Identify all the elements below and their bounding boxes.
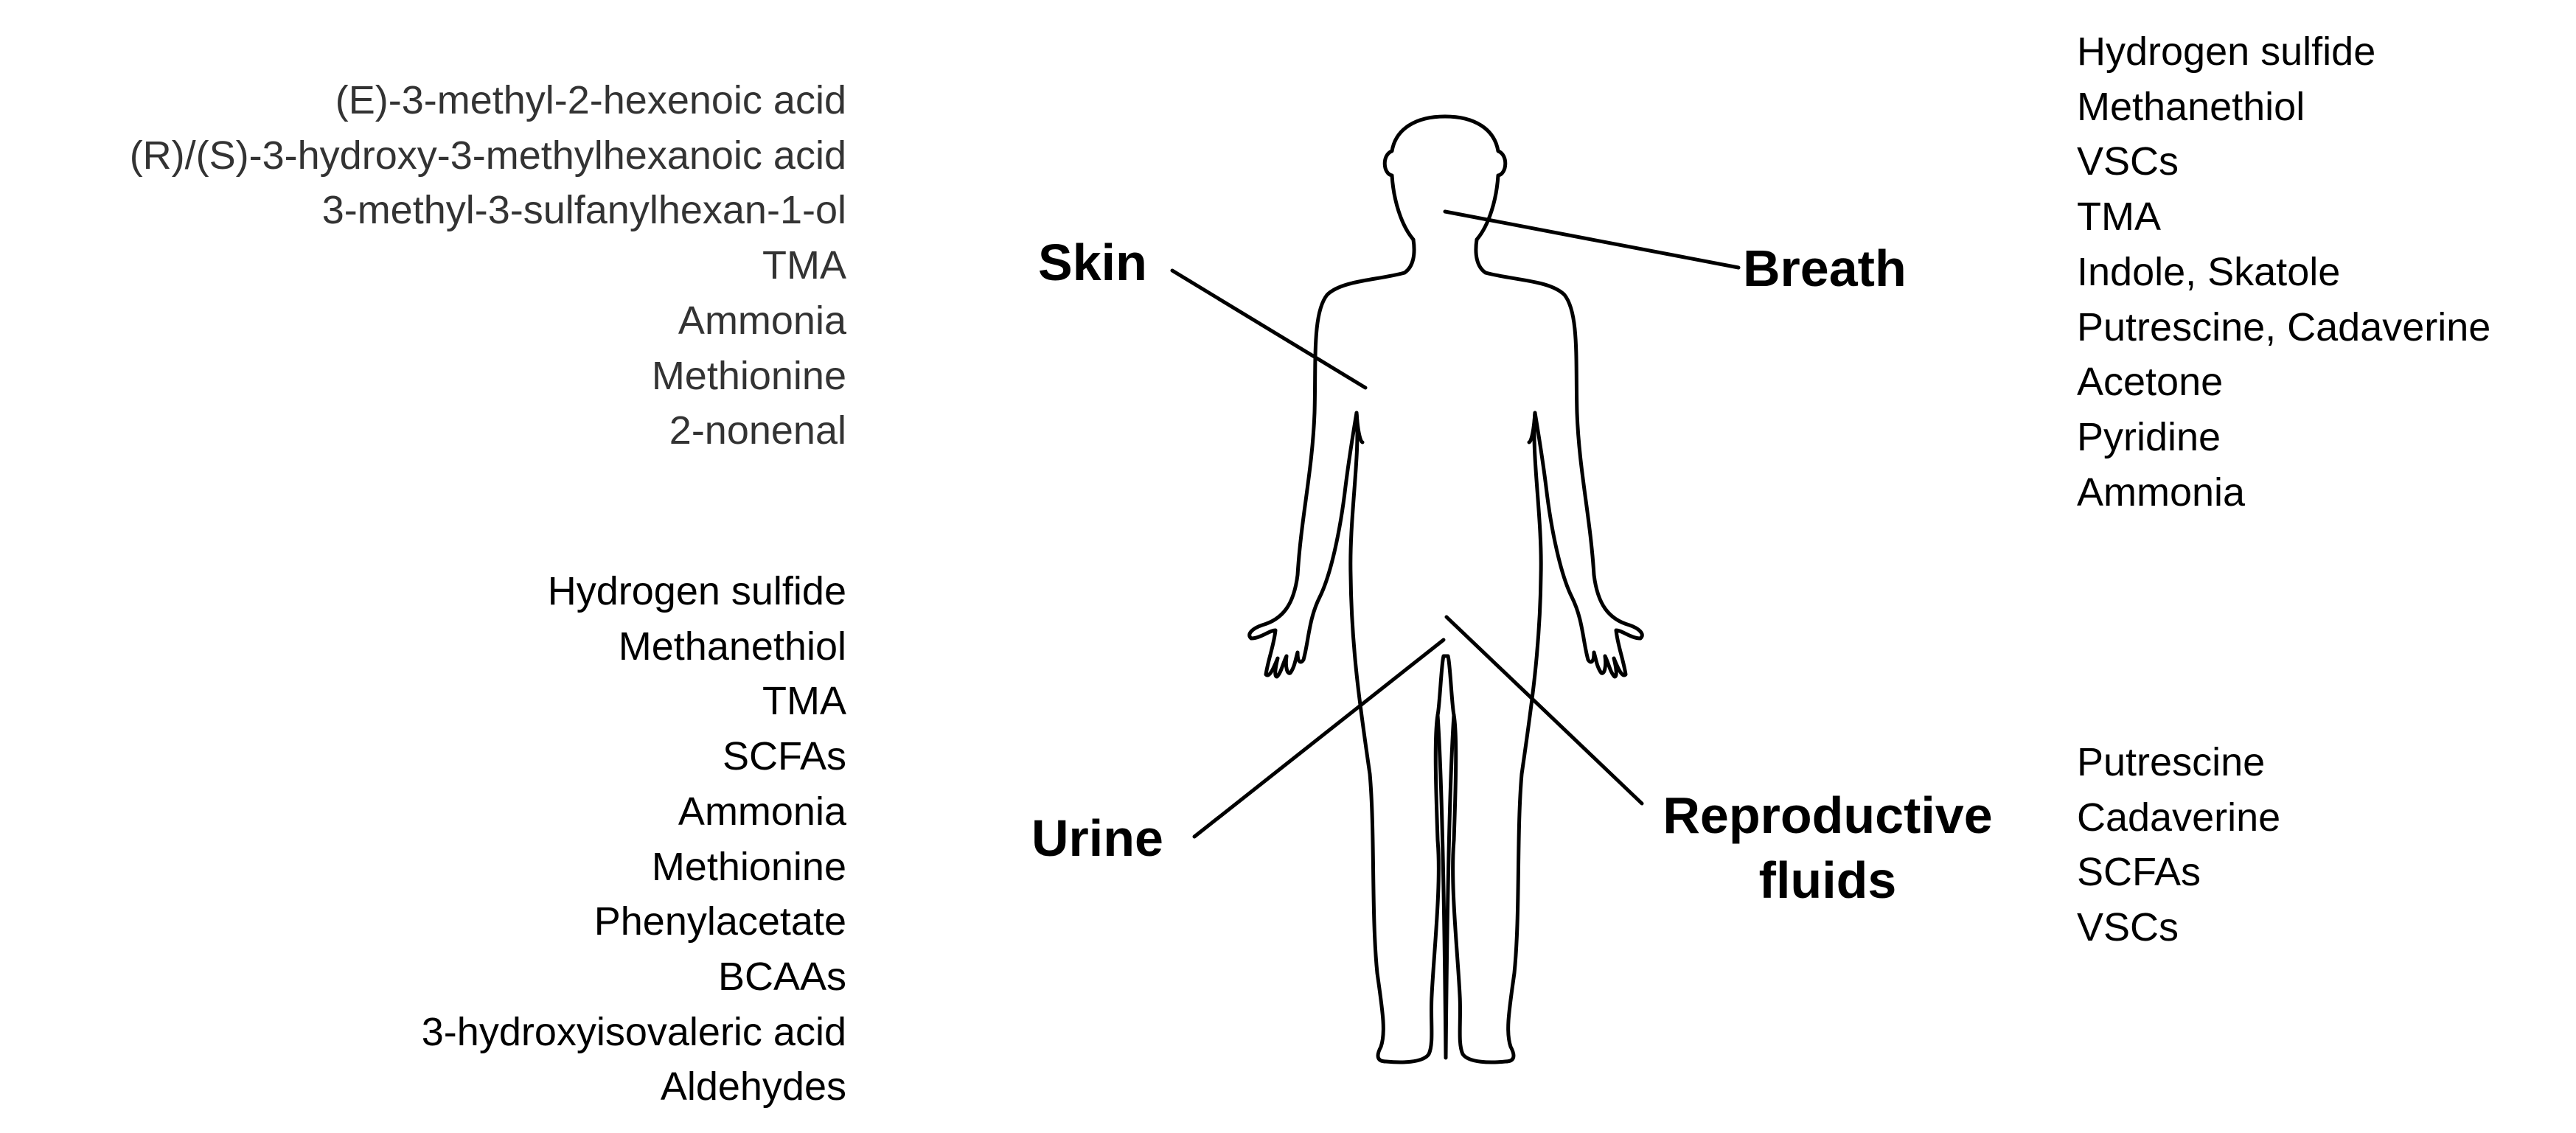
body-neck-outline (1402, 237, 1488, 275)
breath-compound-list: Hydrogen sulfide Methanethiol VSCs TMA I… (2077, 24, 2490, 520)
reproductive-fluids-compound-item: SCFAs (2077, 850, 2201, 895)
breath-compound-item: VSCs (2077, 139, 2179, 184)
reproductive-fluids-compound-item: Putrescine (2077, 740, 2266, 784)
reproductive-fluids-compound-item: Cadaverine (2077, 795, 2281, 840)
skin-leader-line (1170, 268, 1368, 390)
urine-compound-item: Hydrogen sulfide (547, 569, 846, 613)
urine-compound-item: Methionine (651, 844, 846, 889)
reproductive-fluids-label-line1: Reproductive (1663, 787, 1993, 844)
skin-compound-list: (E)-3-methyl-2-hexenoic acid (R)/(S)-3-h… (130, 73, 846, 459)
breath-label: Breath (1743, 240, 1907, 297)
urine-compound-item: Methanethiol (618, 624, 846, 669)
breath-leader-line (1443, 209, 1741, 270)
skin-compound-item: 3-methyl-3-sulfanylhexan-1-ol (321, 188, 846, 233)
breath-compound-item: TMA (2077, 195, 2161, 240)
reproductive-fluids-label-line2: fluids (1758, 851, 1897, 909)
body-head-outline (1382, 114, 1508, 242)
breath-compound-item: Putrescine, Cadaverine (2077, 304, 2491, 349)
reproductive-fluids-compound-list: Putrescine Cadaverine SCFAs VSCs (2077, 735, 2280, 955)
urine-compound-item: Ammonia (678, 789, 846, 834)
urine-leader-line (1192, 638, 1446, 839)
skin-compound-item: Methionine (651, 353, 846, 398)
skin-compound-item: (R)/(S)-3-hydroxy-3-methylhexanoic acid (129, 133, 846, 178)
urine-compound-item: BCAAs (717, 954, 846, 999)
urine-compound-item: 3-hydroxyisovaleric acid (421, 1009, 846, 1054)
breath-compound-item: Methanethiol (2077, 84, 2305, 129)
breath-compound-item: Pyridine (2077, 414, 2221, 459)
urine-compound-list: Hydrogen sulfide Methanethiol TMA SCFAs … (422, 564, 846, 1115)
breath-compound-item: Ammonia (2077, 470, 2246, 515)
urine-compound-item: Phenylacetate (593, 899, 846, 944)
reproductive-fluids-compound-item: VSCs (2077, 905, 2179, 950)
body-leg-gap (1435, 713, 1456, 1060)
skin-compound-item: (E)-3-methyl-2-hexenoic acid (335, 78, 846, 122)
body-silhouette-outline (1247, 271, 1644, 1064)
reproductive-fluids-label: Reproductive fluids (1646, 783, 2010, 913)
breath-compound-item: Acetone (2077, 360, 2224, 405)
body-left-arm-inner (1354, 411, 1365, 445)
skin-compound-item: Ammonia (678, 298, 846, 343)
body-right-arm-inner (1527, 411, 1537, 445)
urine-compound-item: Aldehydes (660, 1064, 846, 1109)
skin-label: Skin (1038, 234, 1147, 291)
breath-compound-item: Hydrogen sulfide (2077, 29, 2376, 74)
urine-label: Urine (1031, 809, 1163, 867)
skin-compound-item: 2-nonenal (669, 408, 846, 453)
urine-compound-item: SCFAs (722, 734, 846, 779)
urine-compound-item: TMA (762, 679, 846, 724)
skin-compound-item: TMA (762, 243, 846, 288)
breath-compound-item: Indole, Skatole (2077, 249, 2341, 294)
reproductive-leader-line (1444, 615, 1644, 806)
